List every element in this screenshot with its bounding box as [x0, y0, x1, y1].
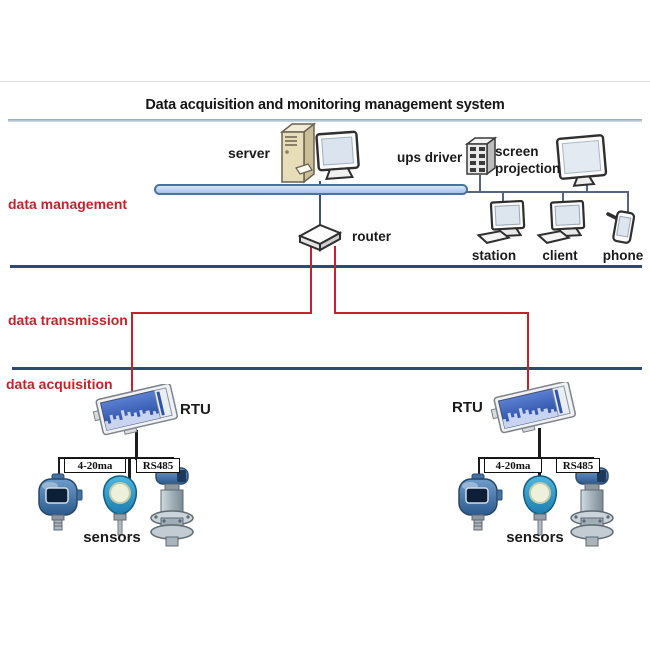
layer-label-data-management: data management: [8, 196, 128, 212]
wire-label-4-20ma-left: 4-20ma: [64, 458, 126, 473]
rtu-right-label: RTU: [452, 399, 483, 416]
station-computer-icon: [476, 200, 530, 248]
station-label: station: [471, 248, 517, 263]
network-bus-bar: [154, 184, 468, 195]
title-underline: [8, 119, 642, 122]
client-wire: [562, 191, 564, 207]
wire-label-4-20ma-right: 4-20ma: [484, 458, 542, 473]
rtu-left-uplink: [131, 312, 133, 393]
ups-driver-icon: [462, 134, 499, 179]
rtu-right-uplink: [527, 312, 529, 390]
rtu-left-label: RTU: [180, 401, 211, 418]
pressure-sensor-left-icon: [33, 473, 83, 531]
rtu-left-sensor-trunk: [135, 430, 138, 460]
server-router-wire: [319, 181, 321, 228]
diagram-title: Data acquisition and monitoring manageme…: [145, 97, 505, 113]
screen-projection-label: screen projection: [495, 144, 561, 176]
sensor-drop-right-1: [478, 457, 480, 478]
layer-label-data-transmission: data transmission: [8, 312, 128, 328]
router-downlink-left: [310, 246, 312, 314]
rtu-right-icon: [488, 382, 582, 434]
sensors-left-label: sensors: [83, 529, 141, 546]
screen-projection-wire: [586, 185, 588, 192]
flow-meter-left-icon: [148, 466, 196, 548]
ups-driver-label: ups driver: [397, 150, 463, 165]
client-computer-icon: [536, 200, 590, 248]
temperature-sensor-left-icon: [98, 473, 142, 537]
ups-driver-wire: [479, 175, 481, 192]
phone-label: phone: [602, 248, 644, 263]
transmission-branch-right: [334, 312, 529, 314]
sensor-drop-left-1: [58, 457, 60, 478]
bus-extension-wire: [466, 191, 629, 193]
sensors-right-label: sensors: [506, 529, 564, 546]
server-label: server: [227, 145, 270, 161]
router-icon: [294, 222, 346, 256]
phone-icon: [605, 208, 641, 248]
sensor-drop-left-2: [128, 457, 131, 479]
station-wire: [502, 191, 504, 207]
server-monitor-icon: [314, 130, 362, 184]
rtu-right-sensor-trunk: [538, 428, 541, 460]
temperature-sensor-right-icon: [518, 473, 562, 537]
layer-label-data-acquisition: data acquisition: [6, 376, 113, 392]
wire-label-rs485-right: RS485: [556, 458, 600, 473]
management-layer-line: [10, 265, 642, 268]
acquisition-layer-line: [12, 367, 642, 370]
phone-wire: [627, 191, 629, 215]
pressure-sensor-right-icon: [453, 473, 503, 531]
router-downlink-right: [334, 246, 336, 314]
wire-label-rs485-left: RS485: [136, 458, 180, 473]
client-label: client: [542, 248, 578, 263]
router-label: router: [352, 229, 392, 244]
frame-line: [0, 81, 650, 82]
transmission-branch-left: [131, 312, 312, 314]
